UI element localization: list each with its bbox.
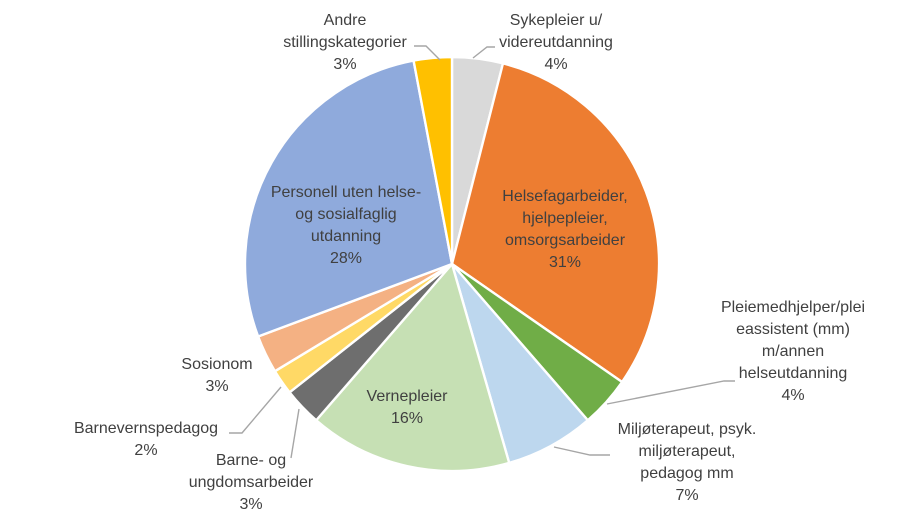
pie-label-barnevernspedagog: Barnevernspedagog 2%	[74, 418, 218, 462]
pie-label-line: eassistent (mm)	[736, 321, 850, 338]
leader-line-pleiemedhjelper	[606, 380, 735, 405]
leader-line-barne_og	[290, 408, 300, 459]
pie-label-line: 28%	[329, 250, 363, 267]
pie-label-line: Barne- og	[215, 452, 287, 469]
pie-label-line: og sosialfaglig	[295, 206, 397, 223]
pie-label-line: 3%	[333, 56, 357, 73]
pie-slice-andre	[412, 55, 454, 266]
pie-slice-personell	[243, 59, 454, 338]
pie-label-line: 3%	[239, 496, 263, 513]
pie-label-line: pedagog mm	[640, 465, 734, 482]
pie-label-line: helseutdanning	[738, 365, 848, 382]
pie-label-line: utdanning	[310, 228, 382, 245]
leader-line-miljoterapeut	[553, 446, 610, 456]
pie-label-line: Miljøterapeut, psyk.	[617, 421, 757, 438]
pie-label-line: videreutdanning	[499, 34, 613, 51]
pie-label-line: 4%	[544, 56, 568, 73]
pie-label-line: stillingskategorier	[283, 34, 407, 51]
pie-label-personell: Personell uten helse-og sosialfaglig utda…	[271, 182, 421, 270]
pie-label-vernepleier: Vernepleier 16%	[367, 386, 448, 430]
pie-label-sosionom: Sosionom 3%	[181, 354, 252, 398]
pie-label-line: Pleiemedhjelper/plei	[720, 299, 866, 316]
pie-label-helsefagarbeider: Helsefagarbeider, hjelpepleier, omsorgsarb…	[502, 186, 627, 274]
pie-slice-vernepleier	[315, 262, 511, 473]
pie-label-line: 4%	[781, 387, 805, 404]
pie-slice-helsefagarbeider	[450, 62, 661, 384]
pie-label-line: Barnevernspedagog	[73, 420, 219, 437]
pie-label-line: miljøterapeut,	[638, 443, 736, 460]
pie-label-line: 3%	[205, 378, 229, 395]
pie-label-miljoterapeut: Miljøterapeut, psyk. miljøterapeut, pedago…	[618, 419, 757, 507]
pie-label-line: 31%	[548, 254, 582, 271]
pie-label-pleiemedhjelper: Pleiemedhjelper/plei eassistent (mm) m/ann…	[721, 297, 865, 407]
leader-line-barnevernspedagog	[229, 386, 282, 434]
pie-label-line: Helsefagarbeider,	[502, 188, 628, 205]
leader-line-sykepleier	[472, 46, 495, 59]
pie-label-andre: Andre stillingskategorier 3%	[283, 10, 407, 76]
leader-lines	[229, 45, 735, 459]
pie-label-line: Andre	[323, 12, 367, 29]
pie-label-line: 2%	[134, 442, 158, 459]
pie-label-barne_og: Barne- og ungdomsarbeider 3%	[189, 450, 314, 516]
pie-label-line: ungdomsarbeider	[188, 474, 314, 491]
pie-label-line: Personell uten helse-	[270, 184, 422, 201]
pie-label-line: 7%	[675, 487, 699, 504]
pie-label-line: m/annen	[761, 343, 825, 360]
pie-label-line: hjelpepleier,	[522, 210, 608, 227]
pie-label-line: Sosionom	[181, 356, 253, 373]
pie-label-sykepleier: Sykepleier u/videreutdanning 4%	[499, 10, 613, 76]
pie-slices	[243, 55, 661, 473]
pie-label-line: omsorgsarbeider	[504, 232, 626, 249]
leader-line-andre	[414, 45, 441, 61]
pie-label-line: Sykepleier u/	[509, 12, 603, 29]
pie-label-line: Vernepleier	[366, 388, 448, 405]
pie-label-line: 16%	[390, 410, 424, 427]
